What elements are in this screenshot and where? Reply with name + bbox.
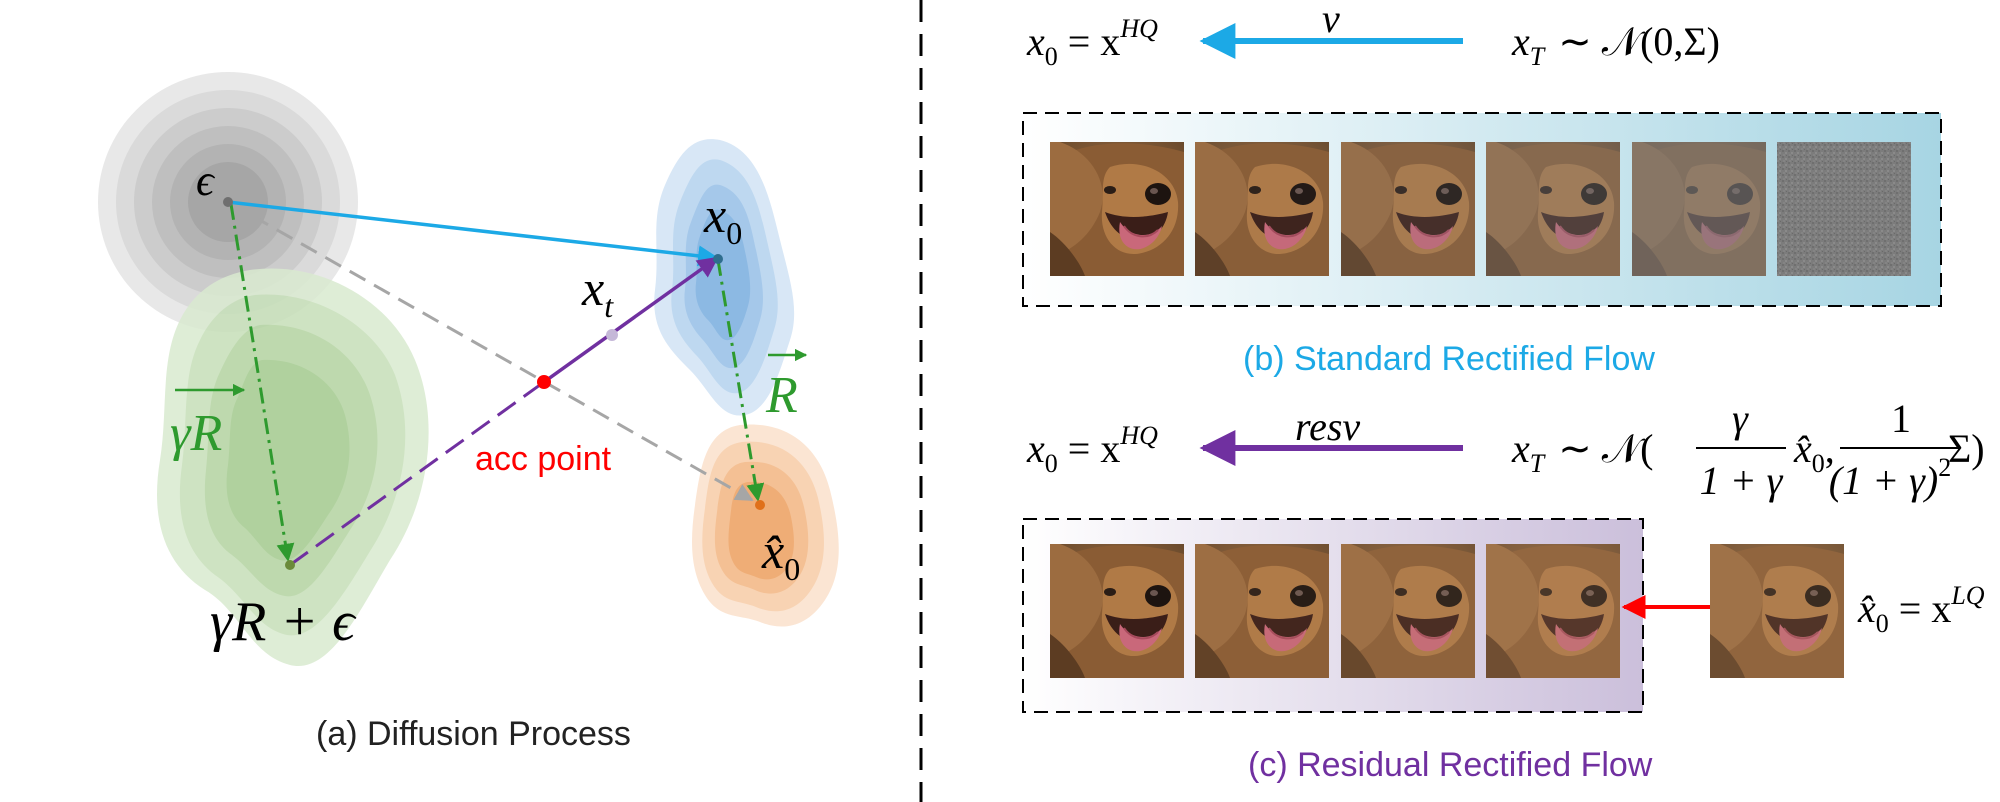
eps-point: [223, 197, 233, 207]
svg-text:R: R: [765, 367, 798, 424]
eps-to-x0-arrow: [227, 200, 720, 267]
panel-c-frames: [1050, 544, 1620, 678]
panel-c-caption: (c) Residual Rectified Flow: [1248, 746, 1653, 784]
lq-label: x̂0 = xLQ: [1857, 581, 1985, 638]
frame-c-1: [1050, 544, 1184, 678]
svg-text:x̂0,: x̂0,: [1793, 426, 1835, 478]
panel-c-rhs: xT∼ 𝒩( γ 1 + γ x̂0, 1 (1 + γ)2 Σ): [1511, 396, 1985, 503]
panel-c: x0 = xHQ resv xT∼ 𝒩( γ 1 + γ x̂0, 1 (1 +…: [1022, 396, 1985, 784]
panel-b-caption: (b) Standard Rectified Flow: [1243, 340, 1655, 378]
svg-text:γ: γ: [1732, 396, 1749, 441]
svg-text:xT∼ 𝒩(: xT∼ 𝒩(: [1511, 426, 1653, 478]
xhat-point: [755, 500, 765, 510]
panel-c-lhs: x0 = xHQ: [1026, 421, 1158, 478]
svg-text:1 + γ: 1 + γ: [1700, 458, 1784, 503]
panel-c-arrow-label: resv: [1295, 404, 1360, 449]
panel-a: ϵ x0 xt x̂0 R γR γR + ϵ acc point (a) Di…: [98, 72, 839, 753]
panel-b: x0 = xHQ v xT∼ 𝒩(0,Σ) (b) Standard Recti…: [1022, 0, 1942, 378]
r-arrow: [716, 259, 765, 502]
panel-a-caption: (a) Diffusion Process: [316, 715, 631, 753]
r-vector-label: R: [765, 348, 808, 424]
purple-dashed-line: [289, 380, 545, 567]
panel-b-rhs: xT∼ 𝒩(0,Σ): [1511, 19, 1720, 71]
panel-b-frames: [1050, 142, 1911, 276]
svg-text:1: 1: [1891, 396, 1911, 441]
svg-text:γR: γR: [170, 405, 222, 462]
frame-b-1: [1050, 142, 1184, 276]
gamma-r-label: γR: [170, 383, 246, 462]
acc-point-label: acc point: [475, 440, 612, 478]
xt-label: xt: [581, 260, 614, 324]
eps-to-xhat-line: [227, 200, 754, 502]
panel-b-arrow-label: v: [1322, 0, 1340, 41]
lq-distribution-blob: [692, 424, 839, 627]
eps-label: ϵ: [196, 156, 216, 205]
xhat-label: x̂0: [761, 523, 800, 587]
gamma-r-eps-label: γR + ϵ: [210, 591, 357, 653]
panel-b-lhs: x0 = xHQ: [1026, 14, 1158, 71]
x0-point: [713, 254, 723, 264]
svg-text:(1 + γ)2: (1 + γ)2: [1829, 453, 1951, 503]
x0-label: x0: [703, 187, 742, 251]
xt-point: [606, 329, 618, 341]
gamma-r-eps-point: [285, 560, 295, 570]
acc-point-dot: [537, 375, 551, 389]
residual-flow-arrow: [542, 256, 719, 384]
svg-text:Σ): Σ): [1948, 426, 1985, 471]
residual-distribution-blob: [157, 268, 429, 667]
frame-b-6: [1777, 142, 1911, 276]
hq-distribution-blob: [654, 139, 795, 416]
